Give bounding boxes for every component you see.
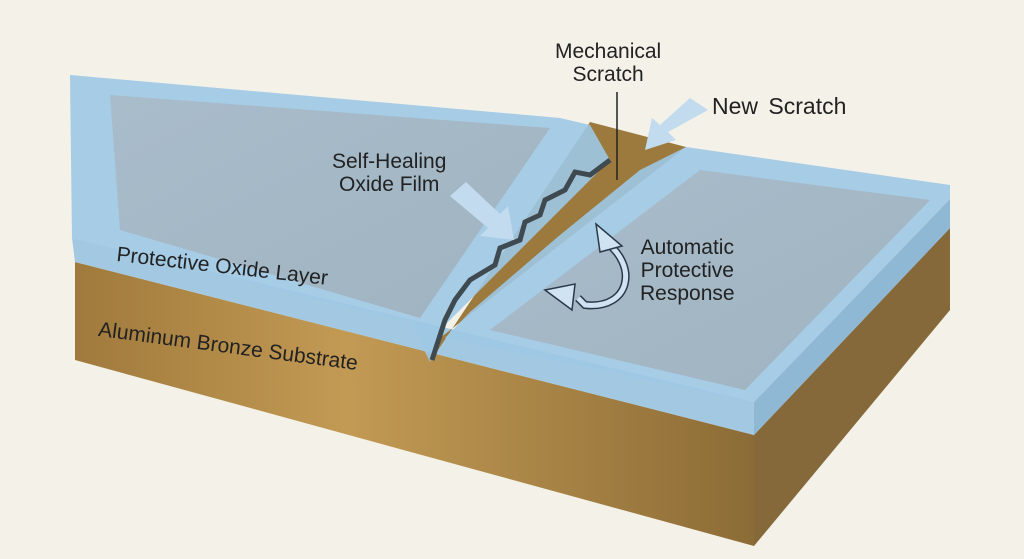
right-slab-inner-face — [490, 170, 930, 390]
self-healing-label: Self-Healing Oxide Film — [332, 150, 446, 196]
new-scratch-arrow-icon — [645, 98, 708, 150]
substrate-right-face — [754, 228, 950, 546]
left-slab-inner-face — [110, 95, 550, 318]
self-healing-arrow-icon — [450, 182, 514, 240]
crack-edge — [429, 158, 612, 361]
label-line: Mechanical — [555, 40, 662, 63]
substrate-front-face — [75, 262, 754, 546]
mechanical-scratch-label: Mechanical Scratch — [555, 40, 661, 86]
label-line: Response — [640, 282, 735, 305]
label-line: Oxide Film — [339, 173, 440, 196]
automatic-response-label: Automatic Protective Response — [640, 236, 735, 305]
new-scratch-label: New Scratch — [712, 93, 847, 119]
label-line: Automatic — [640, 236, 734, 259]
label-line: Self-Healing — [332, 150, 447, 173]
label-line: Protective — [640, 259, 734, 282]
oxide-layer-right — [754, 199, 950, 435]
label-line: Scratch — [572, 63, 644, 86]
oxide-layer-front — [72, 238, 754, 435]
